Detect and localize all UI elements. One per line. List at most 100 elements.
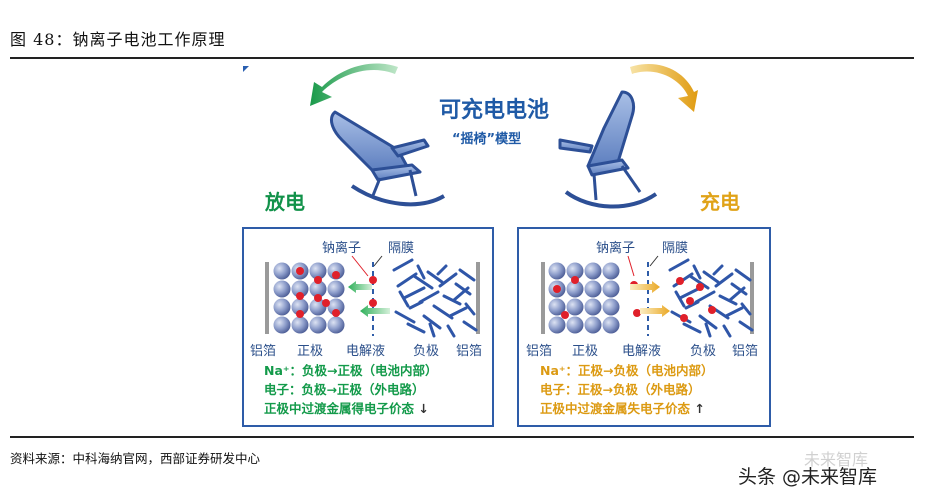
- cathode-particle: [291, 316, 309, 334]
- sodium-ion: [296, 267, 304, 275]
- cathode-particle: [273, 262, 291, 280]
- anode-carbon-stroke: [436, 264, 448, 276]
- sodium-ions-discharge: [296, 267, 377, 318]
- bottom-label-discharge-3: 电解液: [346, 344, 386, 359]
- discharge-label: 放电: [265, 190, 305, 214]
- source-note: 资料来源：中科海纳官网，西部证券研发中心: [10, 451, 261, 466]
- bottom-label-charge-1: 铝箔: [526, 344, 553, 359]
- anode-carbon-stroke: [406, 322, 426, 334]
- cathode-particle: [584, 316, 602, 334]
- faint-watermark: 未来智库: [804, 450, 869, 469]
- cathode-particle: [327, 316, 345, 334]
- anode-carbon-stroke: [394, 310, 416, 324]
- discharge-note-1: Na⁺：负极→正极（电池内部）: [264, 363, 438, 378]
- sodium-ion: [708, 306, 716, 314]
- bottom-label-charge-3: 电解液: [622, 344, 662, 359]
- bottom-label-charge-4: 负极: [690, 344, 717, 359]
- ion-leader-charge: [627, 255, 635, 277]
- anode-carbon-stroke: [402, 286, 426, 300]
- anode-carbon-stroke: [438, 272, 458, 288]
- cathode-particle: [602, 316, 620, 334]
- anode-carbon-stroke: [668, 258, 690, 272]
- top-rule: [10, 57, 914, 59]
- foil-left-charge: [541, 262, 545, 334]
- anode-carbon-stroke: [452, 286, 470, 302]
- cathode-particle: [584, 298, 602, 316]
- ion-arrows-discharge: [348, 281, 390, 317]
- cathode-particle: [309, 316, 327, 334]
- valence-down-arrow: ↓: [418, 401, 429, 416]
- sodium-ion: [332, 309, 340, 317]
- anode-carbon-stroke: [698, 314, 718, 330]
- sodium-ion: [676, 277, 684, 285]
- discharge-rotation-arrow: [310, 63, 398, 106]
- anode-carbon-stroke: [442, 294, 462, 306]
- sodium-ion: [314, 276, 322, 284]
- anode-carbon-stroke: [738, 320, 754, 332]
- anode-carbon-stroke: [674, 290, 686, 308]
- sodium-ion: [686, 297, 694, 305]
- anode-carbon-stroke: [464, 302, 476, 316]
- sodium-ion: [561, 311, 569, 319]
- ion-arrows-charge: [630, 281, 670, 317]
- valence-up-arrow: ↑: [694, 401, 705, 416]
- bottom-label-discharge-2: 正极: [297, 344, 324, 359]
- cathode-particle: [548, 262, 566, 280]
- charge-note-3: 正极中过渡金属失电子价态: [540, 401, 691, 416]
- bottom-label-discharge-5: 铝箔: [456, 344, 483, 359]
- anode-carbon-stroke: [734, 268, 752, 282]
- sodium-ion: [696, 283, 704, 291]
- anode-carbon-stroke: [428, 322, 436, 338]
- anode-carbon-stroke: [688, 274, 710, 290]
- anode-carbon-stroke: [412, 274, 434, 290]
- charge-notes: Na⁺：正极→负极（电池内部） 电子：正极→负极（外电路） 正极中过渡金属失电子…: [540, 361, 713, 418]
- anode-carbon-stroke: [458, 268, 476, 282]
- bottom-label-discharge-4: 负极: [413, 344, 440, 359]
- anode-carbon-stroke: [448, 306, 468, 318]
- charge-label: 充电: [700, 190, 740, 214]
- anode-carbon-discharge: [392, 258, 478, 338]
- charge-rotation-arrow: [630, 63, 698, 112]
- separator-leader-discharge: [373, 255, 383, 267]
- anode-carbon-stroke: [728, 286, 746, 302]
- ion-label-charge: 钠离子: [596, 241, 636, 256]
- anode-carbon-stroke: [422, 314, 442, 330]
- sodium-ions-charge: [553, 276, 716, 322]
- anode-carbon-stroke: [712, 264, 724, 276]
- anode-carbon-stroke: [724, 306, 744, 318]
- anode-carbon-stroke: [704, 322, 712, 338]
- anode-carbon-stroke: [714, 272, 734, 288]
- anode-carbon-stroke: [692, 264, 702, 280]
- figure-title: 图 48：钠离子电池工作原理: [10, 30, 226, 49]
- cathode-particle: [566, 280, 584, 298]
- cathode-particle: [309, 262, 327, 280]
- anode-carbon-stroke: [446, 324, 456, 338]
- sodium-ion: [314, 294, 322, 302]
- anode-carbon-stroke: [398, 290, 410, 308]
- sodium-ion: [633, 309, 641, 317]
- corner-mark: [243, 66, 249, 72]
- anode-carbon-stroke: [408, 300, 424, 310]
- sodium-ion: [369, 299, 377, 307]
- watermark: 头条 @未来智库: [738, 466, 878, 488]
- anode-carbon-stroke: [682, 322, 702, 334]
- foil-left-discharge: [265, 262, 269, 334]
- cathode-particle: [602, 280, 620, 298]
- discharge-notes: Na⁺：负极→正极（电池内部） 电子：负极→正极（外电路） 正极中过渡金属得电子…: [264, 361, 437, 418]
- cathode-particle: [273, 280, 291, 298]
- cathode-particle: [584, 280, 602, 298]
- cathode-particle: [291, 298, 309, 316]
- anode-carbon-stroke: [426, 270, 444, 284]
- anode-carbon-stroke: [462, 320, 478, 332]
- anode-carbon-stroke: [740, 302, 752, 316]
- cathode-particle: [584, 262, 602, 280]
- anode-carbon-stroke: [678, 286, 702, 300]
- anode-carbon-stroke: [722, 324, 732, 338]
- anode-carbon-stroke: [418, 290, 440, 304]
- cathode-particle: [291, 280, 309, 298]
- sodium-ion: [369, 276, 377, 284]
- discharge-note-2: 电子：负极→正极（外电路）: [264, 382, 425, 397]
- cathode-particle: [273, 298, 291, 316]
- bottom-label-charge-5: 铝箔: [732, 344, 759, 359]
